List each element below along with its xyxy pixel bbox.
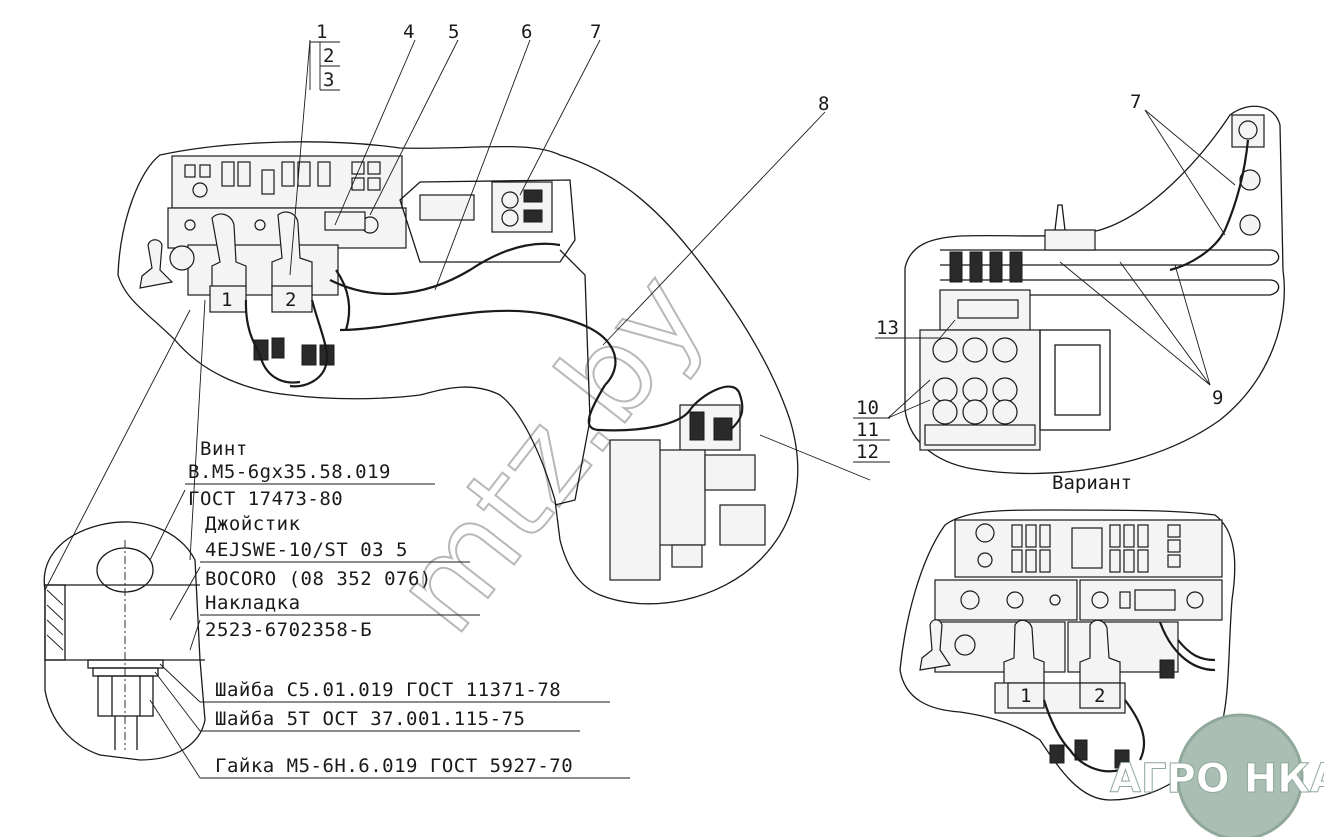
socket-3 [523,189,543,203]
detail-side-block [44,584,66,661]
variant-joystick-2 [1079,619,1121,686]
variant-outline [899,509,1236,801]
callout-6: 6 [521,21,532,43]
valve-spools [919,329,1041,451]
detail-washer-1 [87,659,164,669]
joystick-2-marker-box [271,285,313,313]
callout-5: 5 [448,21,459,43]
callout-8: 8 [818,93,829,115]
variant-view: 1 2 [899,509,1236,801]
note-screw-name: Винт [200,438,248,460]
callout-leaders [289,39,826,346]
note-joystick-model: 4EJSWE-10/ST 03 5 [205,539,408,561]
variant-label: Вариант [1052,472,1132,494]
plug-1 [1238,120,1258,140]
variant-side-lever [919,619,952,671]
valve-hoses [587,384,744,432]
variant-joystick-1 [1003,619,1045,686]
tube-rail [940,249,1280,266]
socket-4 [523,209,543,223]
harness-lower [339,309,617,386]
distributor-outline [904,105,1285,475]
rear-plate [419,194,475,221]
detail-view [43,299,206,761]
note-cover-code: 2523-6702358-Б [205,619,372,641]
variant-marker-box-1 [1007,682,1045,709]
note-joystick-name: Джойстик [205,513,301,535]
main-view-outline [117,141,799,605]
callout-4: 4 [403,21,414,43]
breather [1054,204,1066,231]
side-knob [169,245,195,271]
rear-frame [399,179,576,263]
note-cover-name: Накладка [205,592,301,614]
joystick-1-marker-box [209,285,247,313]
variant-marker-box-2 [1079,682,1121,709]
badge-text: АГРО НКА [1110,756,1324,802]
harness-main [329,242,561,296]
detail-washer-2 [92,667,159,677]
side-lever [139,239,174,289]
note-joystick-code: BOCORO (08 352 076) [205,568,432,590]
callout-11: 11 [856,419,879,441]
joystick-1-marker: 1 [221,289,232,311]
valve-block [609,404,766,581]
connectors [244,269,351,388]
variant-joystick-2-marker: 2 [1094,685,1105,707]
variant-switches [954,523,1204,656]
detail-link-1 [44,309,191,591]
detail-notes: Винт В.М5-6gх35.58.019 ГОСТ 17473-80 Джо… [149,438,630,779]
note-washer-2: Шайба 5Т ОСТ 37.001.115-75 [215,708,525,730]
callout-9: 9 [1212,387,1223,409]
distributor-callouts: 7 9 13 10 11 12 [759,91,1236,481]
tank-cap [1044,229,1096,251]
joystick-2-marker: 2 [285,289,296,311]
variant-connectors [1042,621,1216,773]
detail-hatching [46,589,64,651]
socket-2 [501,209,519,227]
badge-circle [1176,713,1304,837]
note-screw-spec: В.М5-6gх35.58.019 [188,461,391,483]
callout-12: 12 [856,441,879,463]
tube-rail-2 [940,279,1280,296]
detail-nut [97,675,154,717]
cab-pillar [554,249,591,506]
note-screw-std: ГОСТ 17473-80 [188,488,343,510]
valve-levers [949,251,1023,319]
plug-wire [1169,139,1250,272]
note-washer-1: Шайба С5.01.019 ГОСТ 11371-78 [215,679,561,701]
bracket [1039,329,1111,431]
callout-13: 13 [876,317,899,339]
main-cab-view: 1 2 [117,141,799,605]
dashboard-switches [184,161,381,234]
callout-10: 10 [856,397,879,419]
distributor-view [904,105,1285,475]
socket-1 [501,191,519,209]
plug-3 [1239,214,1261,236]
note-nut: Гайка М5-6Н.6.019 ГОСТ 5927-70 [215,755,573,777]
callout-numbers: 1 2 3 4 5 6 7 8 [316,21,829,115]
callout-3: 3 [323,69,334,91]
variant-panel-left [934,621,1066,673]
callout-7b: 7 [1130,91,1141,113]
variant-joystick-1-marker: 1 [1020,685,1031,707]
callout-1: 1 [316,21,327,43]
agronka-badge: АГРО НКА [1110,713,1324,837]
bracket-inner [1054,344,1101,416]
callout-2: 2 [323,45,334,67]
plug-2 [1239,169,1261,191]
callout-7: 7 [590,21,601,43]
socket-panel [491,181,553,233]
detail-link-2 [189,299,206,561]
